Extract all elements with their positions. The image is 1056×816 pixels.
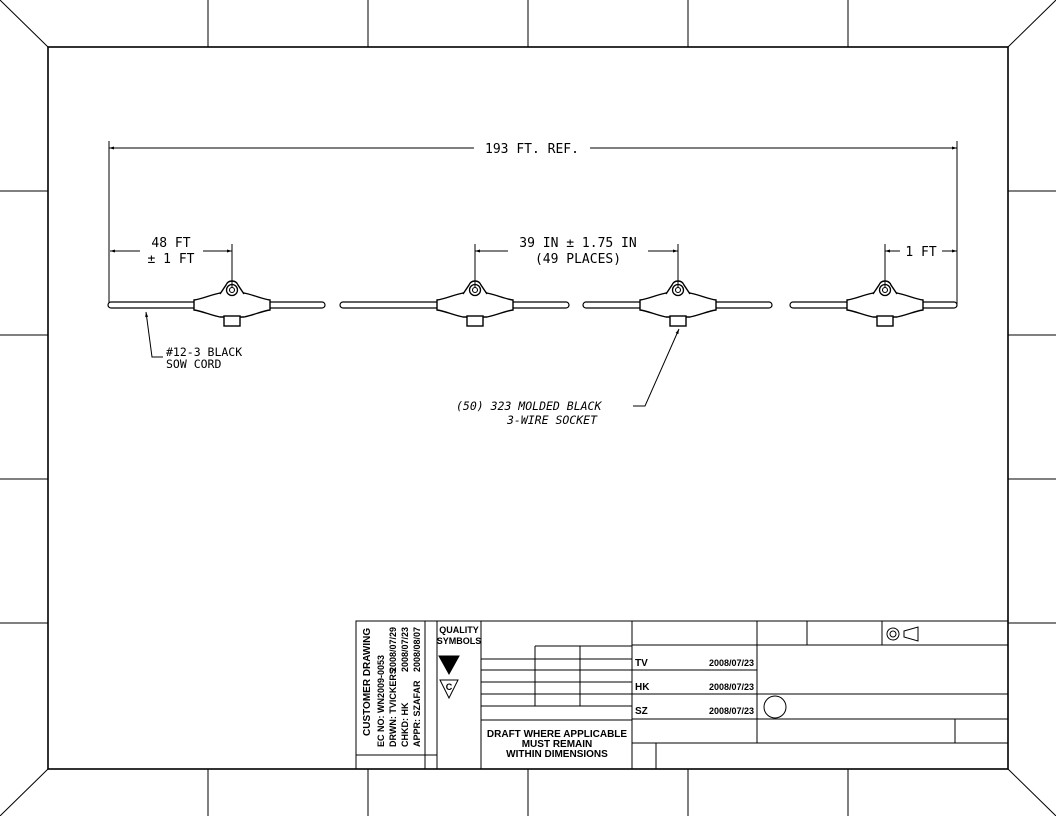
ec-number: EC NO: WN2009-0053 <box>376 655 386 747</box>
socket-callout-line1: (50) 323 MOLDED BLACK <box>456 399 602 413</box>
quality-symbols-line1: QUALITY <box>439 625 479 635</box>
spacing-dimension <box>474 244 679 288</box>
cord-leader <box>145 311 163 358</box>
spacing-dimension-line1: 39 IN ± 1.75 IN <box>519 236 636 251</box>
tail-dimension-label: 1 FT <box>905 245 936 260</box>
overall-dimension-label: 193 FT. REF. <box>485 142 579 157</box>
approval-date-3: 2008/07/23 <box>709 706 754 716</box>
overall-dimension <box>108 141 958 306</box>
approval-date-2: 2008/07/23 <box>709 682 754 692</box>
cord-callout-line2: SOW CORD <box>166 357 221 371</box>
lead-dimension <box>110 244 233 288</box>
drawn-by: DRWN: TVICKERS <box>388 668 398 747</box>
drawing-type: CUSTOMER DRAWING <box>362 628 373 736</box>
revision-circle-icon <box>763 695 787 719</box>
approved-date: 2008/08/07 <box>412 627 422 672</box>
c-triangle-icon <box>439 679 459 700</box>
draft-note-line1: DRAFT WHERE APPLICABLE <box>487 729 628 740</box>
drawn-date: 2008/07/29 <box>388 627 398 672</box>
checked-by: CHKD: HK <box>400 702 410 747</box>
approved-by: APPR: SZAFAR <box>412 680 422 747</box>
approval-initials-3: SZ <box>635 706 648 717</box>
title-block <box>355 620 1009 770</box>
third-angle-projection-icon <box>886 626 919 642</box>
draft-note-line3: WITHIN DIMENSIONS <box>506 749 608 760</box>
draft-note-line2: MUST REMAIN <box>522 739 593 750</box>
quality-symbols-line2: SYMBOLS <box>437 636 482 646</box>
critical-triangle-icon <box>438 655 460 676</box>
tail-dimension <box>884 244 957 288</box>
socket-callout-line2: 3-WIRE SOCKET <box>506 413 598 427</box>
lead-dimension-line2: ± 1 FT <box>148 252 195 267</box>
approval-initials-1: TV <box>635 658 648 669</box>
c-symbol-label: C <box>446 682 453 692</box>
approval-date-1: 2008/07/23 <box>709 658 754 668</box>
approval-initials-2: HK <box>635 682 650 693</box>
lead-dimension-line1: 48 FT <box>151 236 190 251</box>
spacing-dimension-line2: (49 PLACES) <box>535 252 621 267</box>
socket-leader <box>633 328 680 407</box>
checked-date: 2008/07/23 <box>400 627 410 672</box>
cord-callout-line1: #12-3 BLACK <box>166 345 242 359</box>
